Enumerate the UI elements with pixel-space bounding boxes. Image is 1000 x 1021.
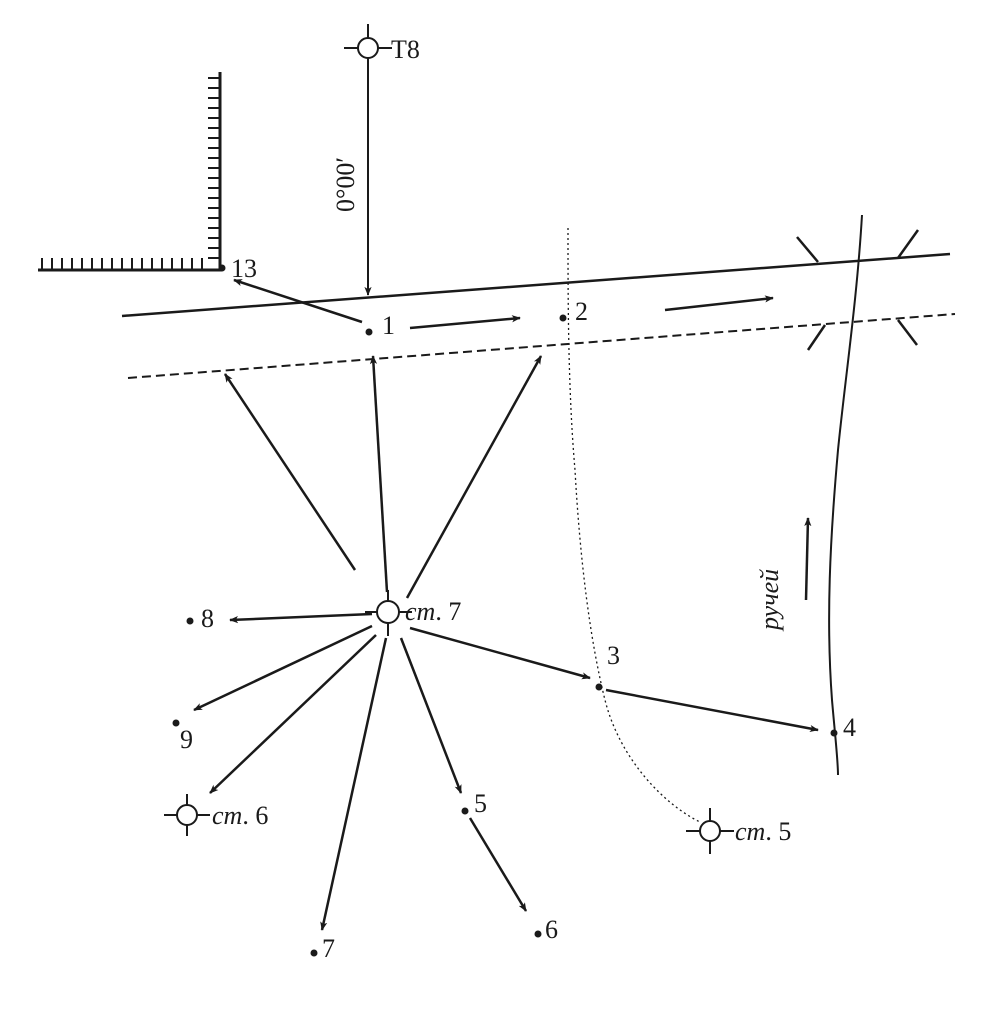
road-arrow-1 [409, 315, 521, 330]
point-9-dot [172, 719, 180, 727]
road-arrow-2 [664, 295, 774, 312]
road-edge-solid [121, 252, 951, 318]
point-6-dot [534, 930, 542, 938]
point-4-dot [830, 729, 838, 737]
station-6-label: ст. 6 [212, 801, 268, 830]
station-5-symbol [686, 808, 734, 854]
point-1-dot [365, 328, 373, 336]
stream-line [828, 214, 863, 776]
stream-label: ручей [755, 569, 784, 632]
point-8-label: 8 [201, 604, 214, 633]
point-8-dot [186, 617, 194, 625]
station-6-symbol [164, 794, 210, 836]
bridge-symbol [796, 229, 920, 351]
point-1-label: 1 [382, 311, 395, 340]
sight-to-9 [193, 624, 373, 712]
sight-to-road-left [223, 373, 357, 571]
building-outline [38, 72, 222, 272]
sight-to-1 [369, 355, 389, 593]
point-5-label: 5 [474, 789, 487, 818]
north-direction-label: 0°00′ [331, 157, 360, 212]
point-13-label: 13 [231, 254, 257, 283]
point-9-label: 9 [180, 725, 193, 754]
sight-to-8 [229, 612, 373, 624]
point-2-dot [559, 314, 567, 322]
point-13-dot [218, 264, 226, 272]
sight-to-7 [320, 637, 388, 931]
arrow-5-to-6 [468, 817, 528, 912]
arrow-1-to-13 [233, 278, 363, 324]
sight-to-st6 [209, 634, 377, 794]
survey-points [172, 264, 838, 957]
point-5-dot [461, 807, 469, 815]
station7-sightlines [193, 355, 591, 931]
point-6-label: 6 [545, 915, 558, 944]
station-t8-label: T8 [391, 35, 420, 64]
station-7-label: ст. 7 [405, 597, 461, 626]
point-7-label: 7 [322, 934, 335, 963]
point-2-label: 2 [575, 297, 588, 326]
point-4-label: 4 [843, 713, 856, 742]
station-7-symbol [365, 590, 412, 636]
road-edge-dashed [127, 313, 956, 379]
station-t8-symbol [344, 24, 392, 60]
sight-to-5 [399, 637, 463, 794]
stream-flow-arrow [804, 517, 812, 601]
dotted-contour [567, 227, 701, 823]
building-hatch-horizontal [41, 258, 203, 270]
building-hatch-vertical [208, 77, 220, 259]
point-3-label: 3 [607, 641, 620, 670]
point-7-dot [310, 949, 318, 957]
sight-to-3 [409, 626, 591, 680]
station-5-label: ст. 5 [735, 817, 791, 846]
point-3-dot [595, 683, 603, 691]
sight-to-2 [405, 355, 543, 599]
arrow-3-to-4 [605, 688, 819, 733]
